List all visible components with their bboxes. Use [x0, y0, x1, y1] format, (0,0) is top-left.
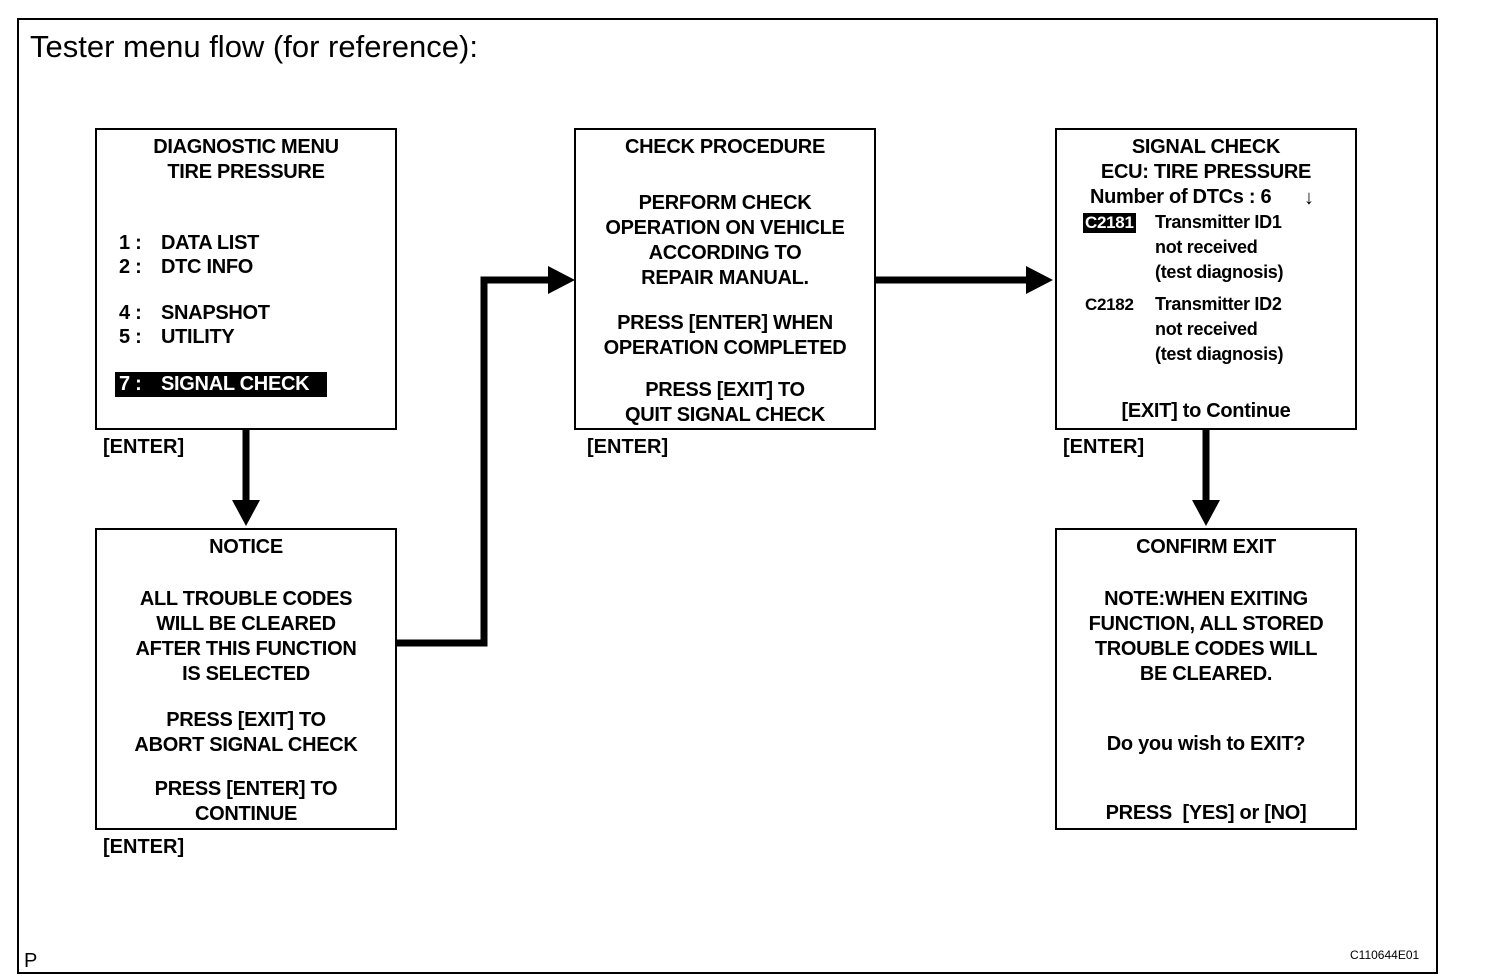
- signal-check-ecu: ECU: TIRE PRESSURE: [1100, 161, 1312, 183]
- signal-check-screen: SIGNAL CHECK ECU: TIRE PRESSURE Number o…: [1055, 128, 1357, 430]
- confirm-exit-note: NOTE:WHEN EXITING FUNCTION, ALL STORED T…: [1088, 588, 1324, 685]
- menu-item-dtc-info[interactable]: 2 :DTC INFO: [119, 256, 254, 278]
- check-procedure-title: CHECK PROCEDURE: [625, 136, 825, 158]
- notice-exit-instruction: PRESS [EXIT] TO ABORT SIGNAL CHECK: [134, 709, 358, 756]
- menu-item-snapshot[interactable]: 4 :SNAPSHOT: [119, 302, 270, 324]
- notice-screen: NOTICE ALL TROUBLE CODES WILL BE CLEARED…: [95, 528, 397, 830]
- signal-check-dtc-count: Number of DTCs : 6: [1090, 186, 1272, 208]
- figure-id: C110644E01: [1350, 948, 1420, 962]
- arrowhead-check-to-signal: [1026, 266, 1053, 294]
- corner-label: P: [24, 950, 38, 972]
- dtc-desc-c2182: Transmitter ID2 not received (test diagn…: [1155, 294, 1284, 364]
- menu-item-utility[interactable]: 5 :UTILITY: [119, 326, 235, 348]
- signal-check-enter-key: [ENTER]: [1063, 436, 1145, 458]
- notice-message: ALL TROUBLE CODES WILL BE CLEARED AFTER …: [135, 588, 357, 685]
- menu-item-data-list[interactable]: 1 :DATA LIST: [119, 232, 260, 254]
- notice-title: NOTICE: [209, 536, 283, 558]
- diagram-frame: [17, 18, 1438, 974]
- check-procedure-enter-key: [ENTER]: [587, 436, 669, 458]
- confirm-exit-question: Do you wish to EXIT?: [1106, 733, 1306, 755]
- signal-check-title: SIGNAL CHECK: [1131, 136, 1281, 158]
- menu-enter-key: [ENTER]: [103, 436, 185, 458]
- signal-check-footer: [EXIT] to Continue: [1121, 400, 1291, 422]
- confirm-exit-prompt: PRESS [YES] or [NO]: [1105, 802, 1307, 824]
- scroll-down-arrow-icon[interactable]: ↓: [1304, 187, 1314, 209]
- notice-enter-key: [ENTER]: [103, 836, 185, 858]
- arrowhead-menu-to-notice: [232, 500, 260, 526]
- dtc-code-c2182[interactable]: C2182: [1085, 295, 1134, 314]
- check-procedure-exit-instruction: PRESS [EXIT] TO QUIT SIGNAL CHECK: [624, 379, 826, 426]
- menu-title-line2: TIRE PRESSURE: [167, 161, 325, 183]
- menu-item-signal-check-selected[interactable]: 7 : SIGNAL CHECK: [115, 372, 327, 397]
- confirm-exit-title: CONFIRM EXIT: [1136, 536, 1276, 558]
- confirm-exit-screen: CONFIRM EXIT NOTE:WHEN EXITING FUNCTION,…: [1055, 528, 1357, 830]
- dtc-code-c2181[interactable]: C2181: [1083, 213, 1136, 233]
- arrow-notice-to-check: [397, 276, 550, 647]
- check-procedure-screen: CHECK PROCEDURE PERFORM CHECK OPERATION …: [574, 128, 876, 430]
- dtc-desc-c2181: Transmitter ID1 not received (test diagn…: [1155, 212, 1284, 282]
- notice-enter-instruction: PRESS [ENTER] TO CONTINUE: [154, 778, 338, 825]
- arrowhead-notice-to-check: [548, 266, 575, 294]
- diagram-title: Tester menu flow (for reference):: [30, 29, 478, 64]
- check-procedure-message: PERFORM CHECK OPERATION ON VEHICLE ACCOR…: [605, 192, 845, 289]
- check-procedure-enter-instruction: PRESS [ENTER] WHEN OPERATION COMPLETED: [603, 312, 847, 359]
- menu-title-line1: DIAGNOSTIC MENU: [153, 136, 339, 158]
- arrowhead-signal-to-confirm: [1192, 500, 1220, 526]
- diagnostic-menu-screen: DIAGNOSTIC MENU TIRE PRESSURE 1 :DATA LI…: [95, 128, 397, 430]
